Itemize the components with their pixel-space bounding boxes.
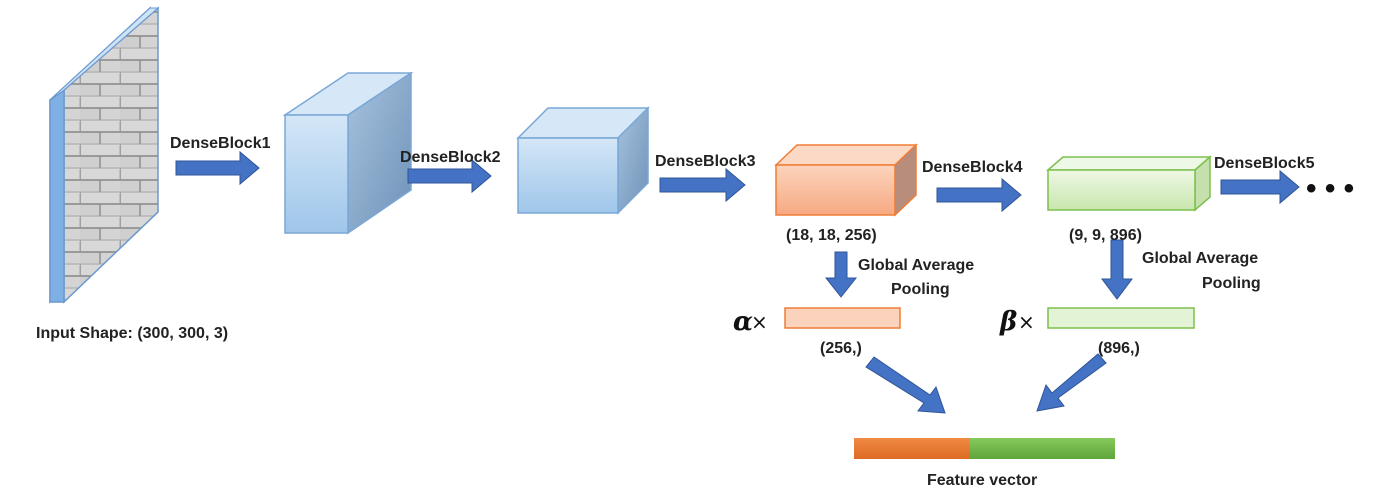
label-gap-db4-line2: Pooling bbox=[1202, 275, 1261, 292]
pooled-vector-db3 bbox=[784, 307, 901, 329]
arrow-db1 bbox=[175, 150, 260, 186]
feature-cube-2 bbox=[516, 106, 650, 215]
beta-symbol: β bbox=[999, 307, 1017, 337]
alpha-times: × bbox=[751, 310, 768, 334]
alpha-symbol: α bbox=[733, 307, 753, 337]
label-denseblock1: DenseBlock1 bbox=[170, 135, 271, 152]
feature-segment-db3 bbox=[854, 438, 970, 459]
arrow-db5 bbox=[1220, 169, 1300, 205]
feature-segment-db4 bbox=[970, 438, 1115, 459]
arrow-concat-db4 bbox=[1036, 353, 1107, 412]
feature-cube-4 bbox=[1045, 155, 1213, 212]
arrow-gap-db4 bbox=[1101, 239, 1133, 300]
label-vec-db3: (256,) bbox=[820, 340, 862, 357]
label-shape-db4: (9, 9, 896) bbox=[1069, 227, 1142, 244]
pooled-vector-db4 bbox=[1047, 307, 1195, 329]
label-denseblock4: DenseBlock4 bbox=[922, 159, 1023, 176]
label-gap-db3-line1: Global Average bbox=[858, 257, 974, 274]
label-feature-vector: Feature vector bbox=[927, 472, 1037, 489]
feature-vector-bar bbox=[854, 438, 1115, 459]
label-shape-db3: (18, 18, 256) bbox=[786, 227, 877, 244]
label-denseblock3: DenseBlock3 bbox=[655, 153, 756, 170]
label-gap-db4-line1: Global Average bbox=[1142, 250, 1258, 267]
arrow-db3 bbox=[659, 167, 746, 203]
arrow-db2 bbox=[407, 158, 492, 194]
label-denseblock5: DenseBlock5 bbox=[1214, 155, 1315, 172]
feature-cube-3 bbox=[774, 143, 918, 217]
label-denseblock2: DenseBlock2 bbox=[400, 149, 501, 166]
ellipsis-icon: • • • bbox=[1306, 172, 1354, 205]
label-vec-db4: (896,) bbox=[1098, 340, 1140, 357]
arrow-concat-db3 bbox=[865, 356, 946, 414]
beta-times: × bbox=[1018, 310, 1035, 334]
input-image bbox=[49, 6, 160, 304]
feature-cube-1 bbox=[282, 71, 414, 235]
arrow-gap-db3 bbox=[824, 251, 858, 298]
label-input-shape: Input Shape: (300, 300, 3) bbox=[36, 325, 228, 342]
arrow-db4 bbox=[936, 177, 1022, 213]
label-gap-db3-line2: Pooling bbox=[891, 281, 950, 298]
